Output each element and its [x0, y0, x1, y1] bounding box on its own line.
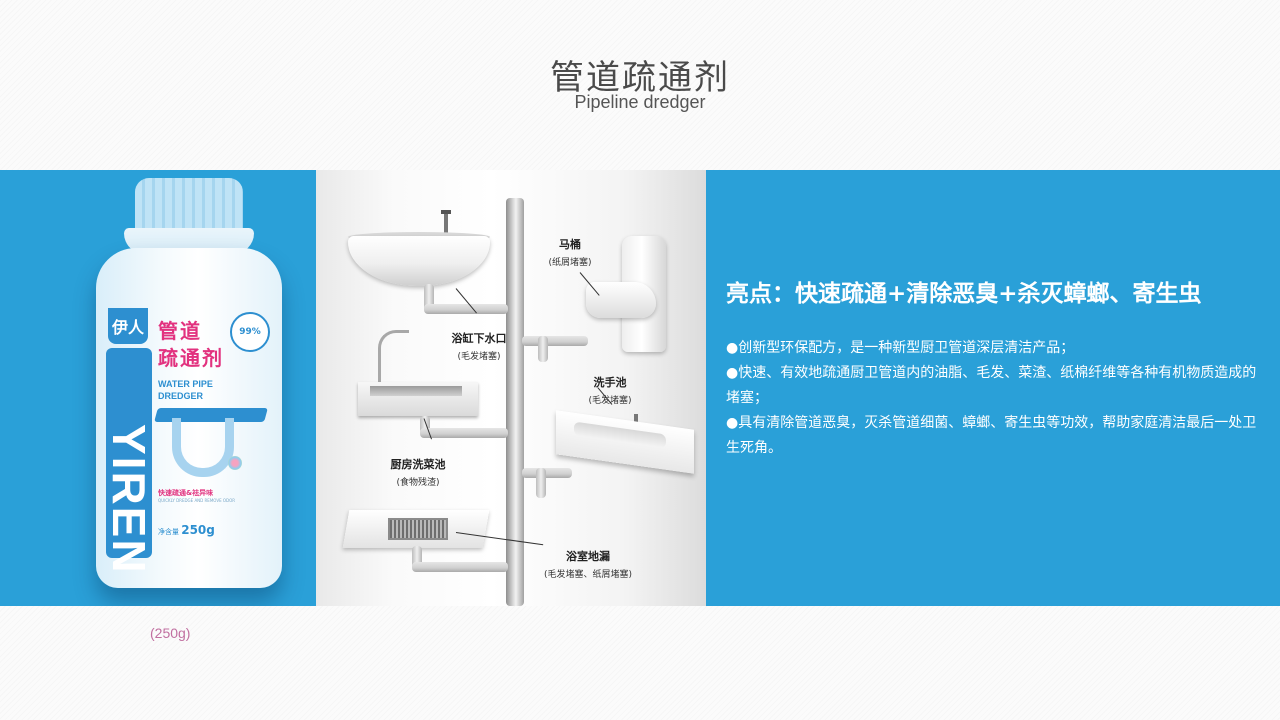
product-tagline-en: QUICKLY DREDGE AND REMOVE ODOR: [158, 498, 236, 503]
label-sub: (毛发堵塞): [588, 396, 632, 406]
product-name-cn-line2: 疏通剂: [158, 346, 224, 370]
brand-en: YIREN: [103, 424, 155, 575]
main-pipe: [506, 198, 524, 606]
bathtub-tap-icon: [441, 210, 451, 234]
percent-badge: 99%: [230, 312, 270, 352]
page-title: 管道疏通剂: [550, 58, 730, 98]
feature-item: ●具有清除管道恶臭，灭杀管道细菌、蟑螂、寄生虫等功效，帮助家庭清洁最后一处卫生死…: [726, 415, 1257, 456]
bathtub-pipe-h: [424, 304, 508, 314]
bottle-cap: [135, 178, 243, 234]
label-title: 浴室地漏: [566, 550, 610, 563]
toilet-pipe-h: [522, 336, 588, 346]
label-floor-drain: 浴室地漏 (毛发堵塞、纸屑堵塞): [528, 548, 648, 580]
brand-cn: 伊人: [108, 308, 148, 344]
product-name-cn: 管道 疏通剂: [158, 318, 224, 372]
features-highlight: 亮点：快速疏通+清除恶臭+杀灭蟑螂、寄生虫: [726, 280, 1202, 307]
u-pipe-icon: [172, 418, 234, 477]
floor-drain-icon: [388, 518, 448, 540]
brand-en-strip: YIREN: [103, 348, 155, 575]
kitchen-tap-icon: [378, 330, 409, 387]
label-sub: (毛发堵塞、纸屑堵塞): [543, 570, 633, 580]
label-title: 洗手池: [593, 376, 627, 389]
label-title: 厨房洗菜池: [390, 458, 446, 471]
net-label: 净含量: [158, 528, 179, 536]
product-tagline: 快速疏通&祛异味: [158, 489, 214, 497]
label-sub: (纸屑堵塞): [548, 258, 592, 268]
features-list: ●创新型环保配方，是一种新型厨卫管道深层清洁产品； ●快速、有效地疏通厨卫管道内…: [726, 336, 1266, 461]
net-content: 净含量 250g: [158, 523, 215, 537]
bottle-label: YIREN 伊人 管道 疏通剂 99% WATER PIPE DREDGER 快…: [103, 308, 270, 575]
wash-pipe-v: [536, 468, 546, 498]
net-value: 250g: [181, 523, 215, 537]
flower-icon: [228, 456, 242, 470]
page-subtitle: Pipeline dredger: [574, 92, 706, 112]
weight-caption: (250g): [150, 625, 191, 641]
kitchen-basin: [370, 386, 462, 396]
pipe-diagram: 浴缸下水口 (毛发堵塞) 马桶 (纸屑堵塞) 洗手池 (毛发堵塞) 厨房洗菜池 …: [316, 170, 706, 606]
product-image-panel: YIREN 伊人 管道 疏通剂 99% WATER PIPE DREDGER 快…: [0, 170, 316, 606]
product-bottle: YIREN 伊人 管道 疏通剂 99% WATER PIPE DREDGER 快…: [82, 178, 282, 606]
toilet-pipe-v: [538, 336, 548, 362]
product-name-en-line1: WATER PIPE: [158, 379, 213, 389]
label-sub: (食物残渣): [396, 478, 440, 488]
label-kitchen-sink: 厨房洗菜池 (食物残渣): [372, 456, 464, 488]
label-title: 浴缸下水口: [451, 332, 507, 345]
label-wash-basin: 洗手池 (毛发堵塞): [570, 374, 650, 406]
label-sub: (毛发堵塞): [457, 352, 501, 362]
bathtub-basin-icon: [348, 236, 490, 286]
floor-pipe-h: [412, 562, 508, 572]
features-panel: 亮点：快速疏通+清除恶臭+杀灭蟑螂、寄生虫 ●创新型环保配方，是一种新型厨卫管道…: [706, 170, 1280, 606]
feature-item: ●快速、有效地疏通厨卫管道内的油脂、毛发、菜渣、纸棉纤维等各种有机物质造成的堵塞…: [726, 365, 1257, 406]
product-name-en: WATER PIPE DREDGER: [158, 378, 213, 402]
label-bathtub-drain: 浴缸下水口 (毛发堵塞): [424, 330, 534, 362]
bathtub-pipe-v: [424, 284, 434, 312]
feature-item: ●创新型环保配方，是一种新型厨卫管道深层清洁产品；: [726, 340, 1075, 356]
kitchen-pipe-h: [420, 428, 508, 438]
product-name-cn-line1: 管道: [158, 319, 202, 343]
toilet-bowl-icon: [586, 282, 656, 318]
product-name-en-line2: DREDGER: [158, 391, 204, 401]
label-title: 马桶: [559, 238, 581, 251]
floor-pipe-v: [412, 546, 422, 568]
label-toilet: 马桶 (纸屑堵塞): [530, 236, 610, 268]
wash-pipe-h: [522, 468, 572, 478]
